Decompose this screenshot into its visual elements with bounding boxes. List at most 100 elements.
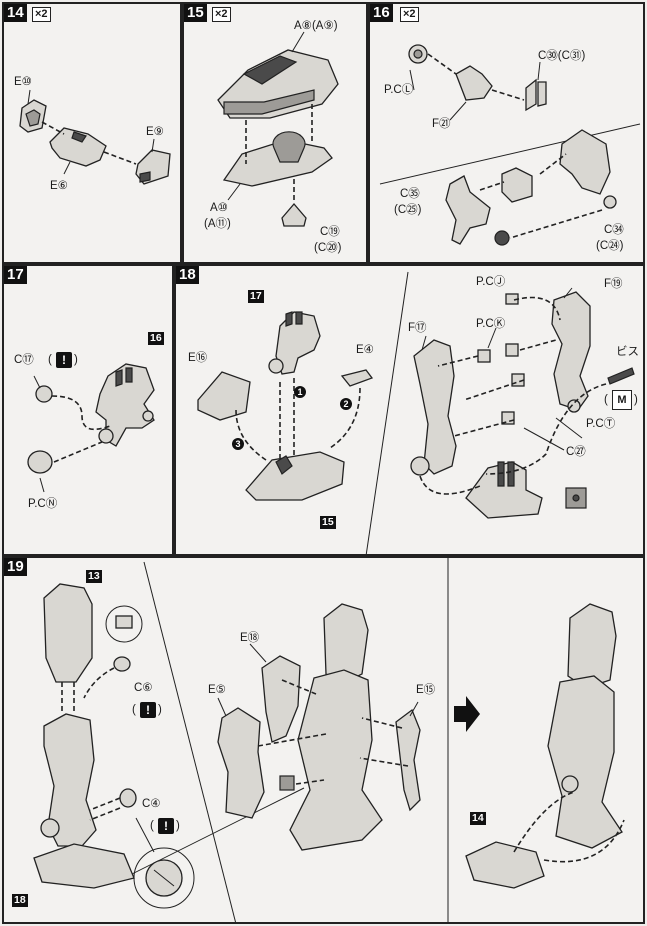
label-e16: E⑯ <box>188 352 208 364</box>
part-f19 <box>551 291 591 411</box>
part-e6 <box>49 127 107 167</box>
step-16-panel: 16 ×2 P.CⓁ C㉚(C㉛) F㉑ C㉟ (C㉕) C㉞ (C㉔) <box>368 2 645 264</box>
step-14-drawing <box>19 89 171 185</box>
part-ref14 <box>465 841 545 889</box>
label-pcl: P.CⓁ <box>384 84 414 96</box>
part-ref18 <box>43 713 97 847</box>
label-c24: (C㉔) <box>596 240 624 252</box>
label-e4: E④ <box>356 344 374 356</box>
step-17-drawing <box>27 363 155 493</box>
label-c27: C㉗ <box>566 446 586 458</box>
part-final-lower <box>547 675 623 849</box>
part-a10 <box>222 139 333 187</box>
caution-icon: ! <box>140 702 156 718</box>
label-e9: E⑨ <box>146 126 164 138</box>
part-c30 <box>525 78 547 112</box>
label-e15: E⑮ <box>416 684 436 696</box>
label-e18: E⑱ <box>240 632 260 644</box>
step-18-drawing <box>197 271 635 554</box>
label-c30: C㉚(C㉛) <box>538 50 586 62</box>
part-c17 <box>35 385 53 403</box>
part-e18 <box>261 655 301 743</box>
label-a11: (A⑪) <box>204 218 231 230</box>
ref-step-14: 14 <box>470 812 486 825</box>
part-pcn <box>27 450 53 474</box>
part-pck <box>477 349 491 363</box>
label-c17: C⑰ <box>14 354 34 366</box>
sticker-icon: M <box>612 390 632 410</box>
part-c4 <box>119 788 137 808</box>
step-19-panel: 19 <box>2 556 645 924</box>
sequence-3: 3 <box>232 438 244 450</box>
label-c6: C⑥ <box>134 682 153 694</box>
caution-icon: ! <box>56 352 72 368</box>
ref-step-18: 18 <box>12 894 28 907</box>
screw-part <box>607 367 635 385</box>
label-f21: F㉑ <box>432 118 451 130</box>
ref-step-13: 13 <box>86 570 102 583</box>
label-pcn: P.CⓃ <box>28 498 58 510</box>
part-lower-leg <box>465 461 543 519</box>
c6-paren-open: ( <box>132 704 136 716</box>
part-c6 <box>113 656 131 672</box>
part-c35 <box>445 175 491 245</box>
c4-paren-open: ( <box>150 820 154 832</box>
label-pct: P.CⓉ <box>586 418 616 430</box>
sticker-paren-open: ( <box>604 394 608 406</box>
step-number: 18 <box>176 266 199 284</box>
tool-icon <box>279 775 295 791</box>
label-e6: E⑥ <box>50 180 68 192</box>
label-c20: (C⑳) <box>314 242 342 254</box>
sticker-paren-close: ) <box>634 394 638 406</box>
step-number: 14 <box>4 4 27 22</box>
ref-step-15: 15 <box>320 516 336 529</box>
label-pcj: P.CⒿ <box>476 276 506 288</box>
multiplier-badge: ×2 <box>212 7 231 22</box>
sequence-1: 1 <box>294 386 306 398</box>
step-16-drawing <box>379 44 641 246</box>
arrow-right-icon <box>454 696 480 732</box>
ref-step-17: 17 <box>248 290 264 303</box>
label-e5: E⑤ <box>208 684 226 696</box>
step-14-panel: 14 ×2 E⑩ E⑨ E⑥ <box>2 2 182 264</box>
label-c4: C④ <box>142 798 161 810</box>
step-number: 15 <box>184 4 207 22</box>
part-center-joint <box>501 167 533 203</box>
multiplier-badge: ×2 <box>400 7 419 22</box>
label-f19: F⑲ <box>604 278 623 290</box>
step-15-panel: 15 ×2 A⑧(A⑨) A⑩ (A⑪) C⑲ (C⑳) <box>182 2 368 264</box>
part-e5 <box>217 707 265 819</box>
label-bisu: ビス <box>616 346 639 358</box>
label-e10: E⑩ <box>14 76 32 88</box>
part-sub16 <box>95 363 155 447</box>
caution-icon: ! <box>158 818 174 834</box>
multiplier-badge: ×2 <box>32 7 51 22</box>
paren-close: ) <box>74 354 78 366</box>
label-f17: F⑰ <box>408 322 427 334</box>
label-c35: C㉟ <box>400 188 420 200</box>
part-e16 <box>197 371 251 421</box>
part-ref13 <box>43 583 93 683</box>
step-number: 19 <box>4 558 27 576</box>
label-a8: A⑧(A⑨) <box>294 20 338 32</box>
ref-step-16: 16 <box>148 332 164 345</box>
part-f17 <box>413 339 457 475</box>
part-c19 <box>281 203 307 227</box>
sequence-2: 2 <box>340 398 352 410</box>
step-15-drawing <box>217 31 339 227</box>
label-a10: A⑩ <box>210 202 228 214</box>
step-number: 17 <box>4 266 27 284</box>
step-19-drawing <box>33 558 625 922</box>
part-e15 <box>395 708 421 812</box>
step-number: 16 <box>370 4 393 22</box>
c4-paren-close: ) <box>176 820 180 832</box>
paren-open: ( <box>48 354 52 366</box>
c6-paren-close: ) <box>158 704 162 716</box>
label-pck: P.CⓀ <box>476 318 506 330</box>
part-c34 <box>559 129 611 195</box>
step-17-panel: 17 C⑰ ( ! ) P.CⓃ 16 <box>2 264 174 556</box>
part-ref15 <box>245 451 345 501</box>
part-e4 <box>340 369 374 387</box>
part-f21 <box>455 65 493 101</box>
label-c34: C㉞ <box>604 224 624 236</box>
